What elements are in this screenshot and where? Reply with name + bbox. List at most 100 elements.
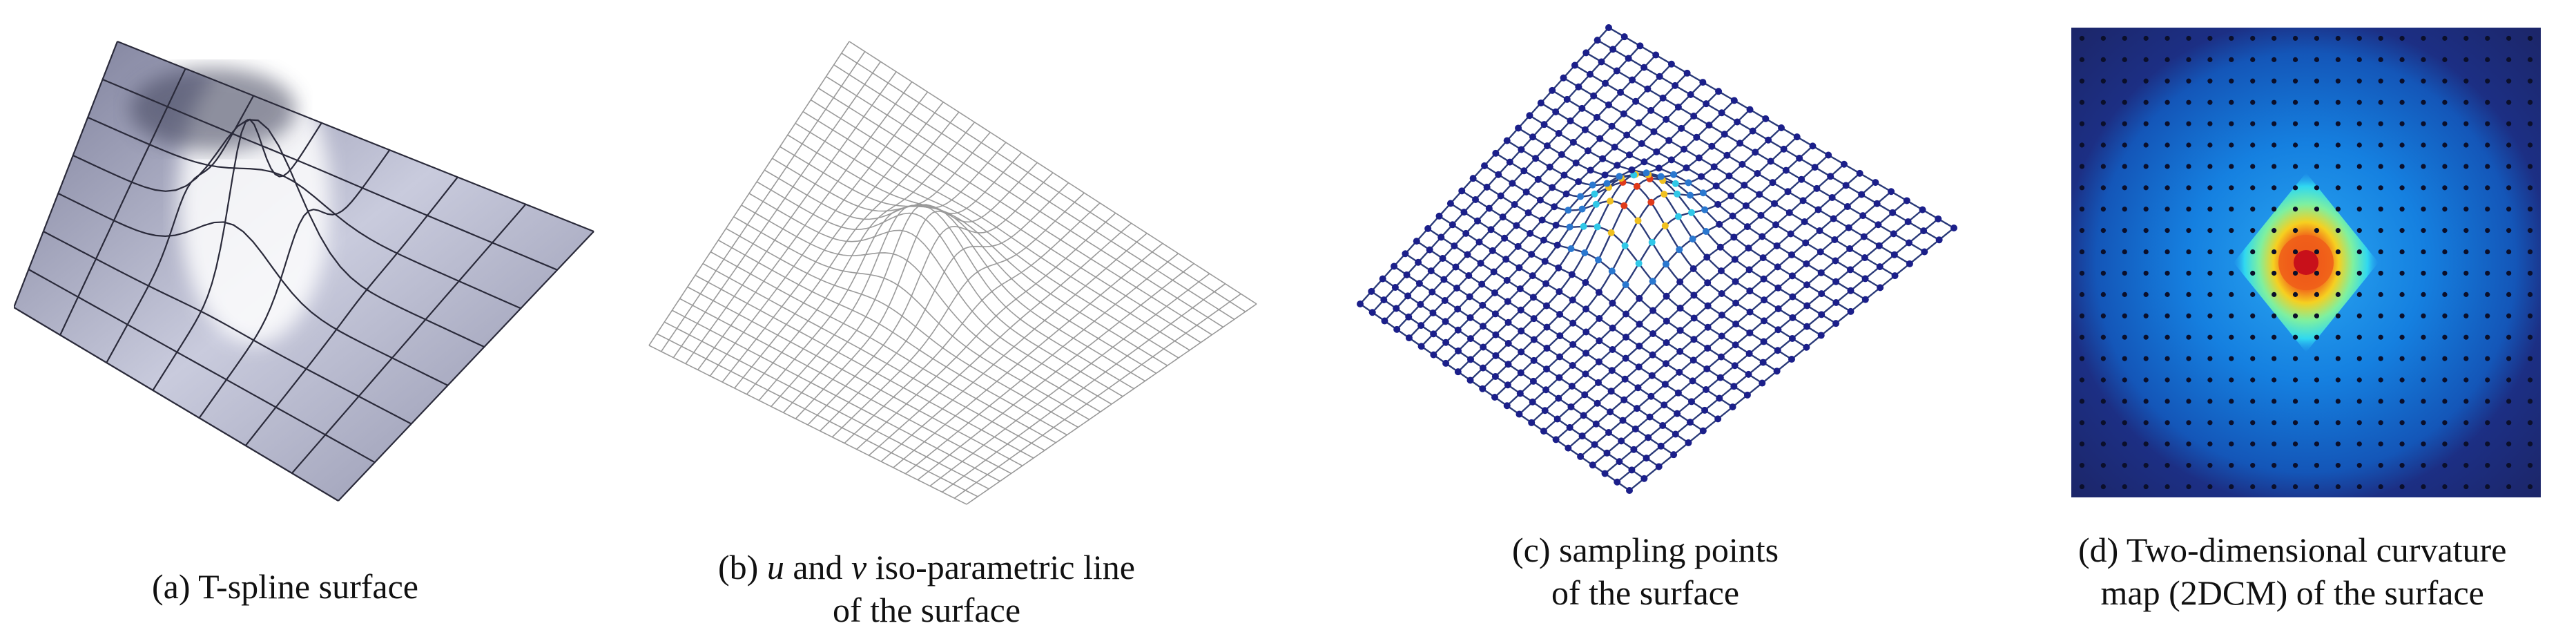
curvature-sample-dot [2527,377,2533,383]
curvature-sample-dot [2272,185,2277,191]
curvature-sample-dot [2207,270,2213,276]
curvature-sample-dot [2079,463,2085,468]
sampling-point [1650,128,1658,135]
curvature-sample-dot [2186,99,2191,105]
sampling-point [1761,317,1768,325]
sampling-point [1861,254,1868,262]
sampling-point [1846,245,1854,253]
sampling-point [1716,374,1724,381]
sampling-point [1487,226,1495,233]
curvature-sample-dot [2165,99,2170,105]
curvature-sample-dot [2314,142,2320,148]
curvature-sample-dot [2335,57,2341,62]
sampling-point [1787,230,1794,238]
curvature-sample-dot [2079,334,2085,340]
u-iso-line [764,169,1134,390]
sampling-point [1504,381,1511,389]
curvature-sample-dot [2442,142,2448,148]
curvature-sample-dot [2292,334,2298,340]
sampling-point [1556,353,1564,361]
sampling-point [1607,388,1615,395]
sampling-point [1504,298,1511,305]
sampling-point [1368,309,1376,316]
sampling-point [1602,79,1609,87]
curvature-sample-dot [2122,441,2127,447]
curvature-sample-dot [2229,57,2234,62]
sampling-point [1621,375,1629,383]
curvature-sample-dot [2527,356,2533,361]
sampling-point [1509,180,1516,187]
sampling-point [1814,206,1822,213]
curvature-sample-dot [2421,121,2426,126]
curvature-sample-dot [2122,207,2127,212]
curvature-sample-dot [2207,356,2213,361]
sampling-point [1563,95,1571,103]
curvature-sample-dot [2207,377,2213,383]
sampling-point [1575,178,1582,186]
sampling-point [1690,292,1698,299]
curvature-sample-dot [2272,121,2277,126]
curvature-sample-dot [2485,441,2490,447]
curvature-sample-dot [2292,420,2298,426]
sampling-point [1891,272,1899,280]
sampling-point [1745,350,1753,357]
curvature-sample-dot [2272,99,2277,105]
sampling-point [1515,124,1522,132]
curvature-sample-dot [2378,99,2383,105]
curvature-sample-dot [2421,57,2426,62]
curvature-sample-dot [2292,377,2298,383]
sampling-point [1712,182,1720,190]
sampling-point [1906,260,1913,267]
sampling-point [1543,345,1551,352]
curvature-sample-dot [2463,185,2469,191]
sampling-point [1630,446,1638,453]
curvature-sample-dot [2186,185,2191,191]
curvature-sample-dot [2143,399,2149,404]
sampling-point [1565,207,1572,214]
v-iso-line [820,182,1069,432]
sampling-point [1609,346,1616,354]
sampling-point [1729,212,1736,220]
sampling-point [1516,285,1524,293]
sampling-point [1648,372,1656,379]
sampling-point [1575,83,1582,90]
sampling-point [1772,221,1780,229]
sampling-point [1506,158,1513,166]
sampling-point [1716,394,1723,402]
curvature-sample-dot [2079,356,2085,361]
sampling-point [1558,151,1565,158]
sampling-point [1774,263,1781,271]
curvature-sample-dot [2207,292,2213,297]
curvature-sample-dot [2442,185,2448,191]
curvature-sample-dot [2272,313,2277,318]
sampling-point [1518,348,1525,356]
sampling-point [1636,321,1643,328]
curvature-sample-dot [2100,57,2106,62]
sampling-point [1492,352,1500,359]
curvature-sample-dot [2165,399,2170,404]
sampling-point [1529,133,1536,141]
curvature-sample-dot [2186,142,2191,148]
surface-mesh-line [59,68,186,336]
sampling-point [1708,142,1716,150]
curvature-sample-dot [2165,377,2170,383]
u-iso-line [787,134,1168,366]
curvature-sample-dot [2229,185,2234,191]
sampling-point [1714,200,1722,208]
curvature-sample-dot [2399,441,2405,447]
sampling-point [1705,122,1713,129]
sampling-point [1582,278,1589,286]
curvature-sample-dot [2378,441,2383,447]
sampling-point [1628,166,1636,173]
curvature-sample-dot [2229,377,2234,383]
curvature-sample-dot [2250,270,2256,276]
curvature-sample-dot [2442,292,2448,297]
curvature-sample-dot [2229,78,2234,84]
curvature-sample-dot [2079,164,2085,169]
curvature-sample-dot [2463,249,2469,255]
sampling-point [1769,179,1776,187]
sampling-point [1515,264,1523,271]
sampling-point [1524,209,1532,217]
curvature-sample-dot [2100,270,2106,276]
curvature-sample-dot [2079,313,2085,318]
